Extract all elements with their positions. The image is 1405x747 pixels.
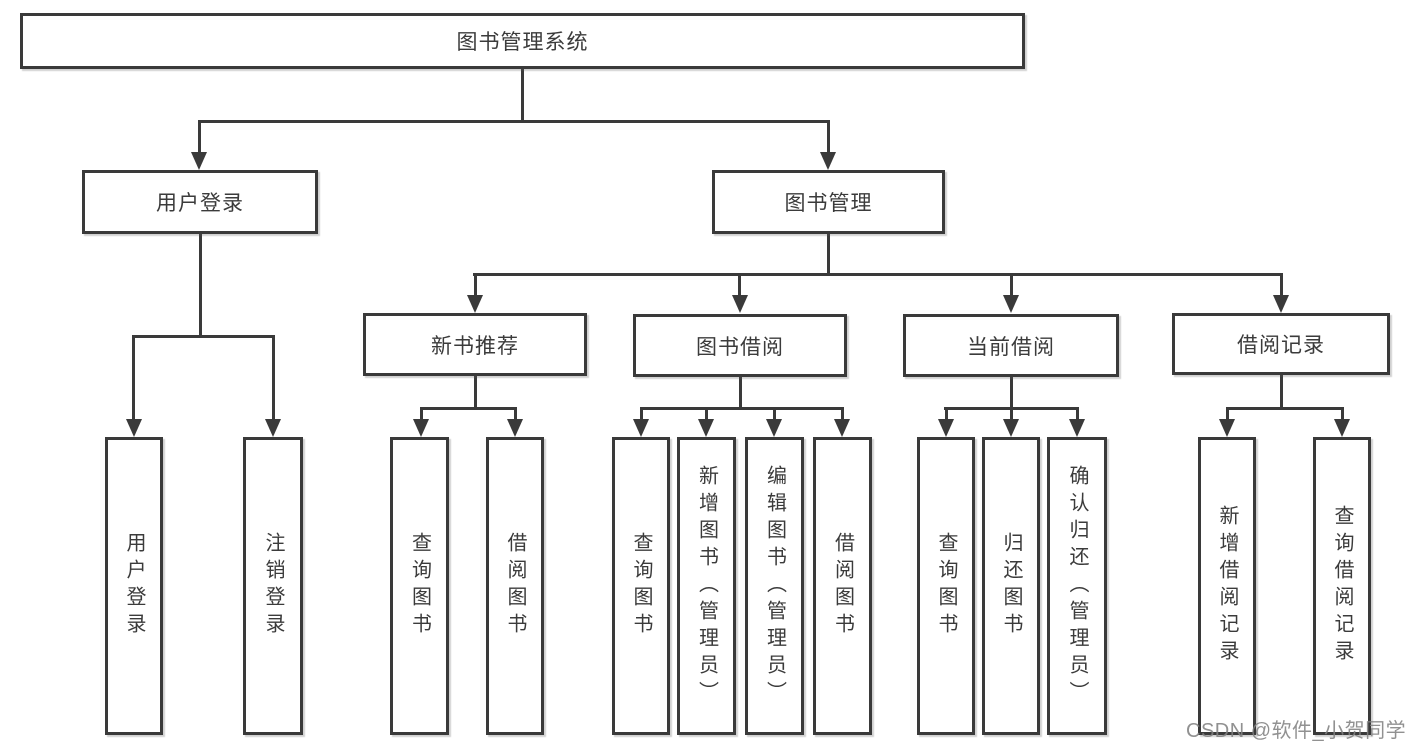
leaf-add-borrow-record: 新增借阅记录	[1198, 437, 1256, 735]
leaf-logout: 注销登录	[243, 437, 303, 735]
arrow-down-icon	[467, 295, 483, 313]
arrow-down-icon	[1219, 419, 1235, 437]
arrow-down-icon	[1003, 295, 1019, 313]
leaf-borrow-books: 借阅图书	[813, 437, 872, 735]
node-library-management-system: 图书管理系统	[20, 13, 1025, 69]
connector-line	[514, 407, 517, 421]
connector-line	[473, 273, 1283, 276]
arrow-down-icon	[126, 419, 142, 437]
arrow-down-icon	[1003, 419, 1019, 437]
connector-line	[640, 407, 643, 421]
connector-line	[841, 407, 844, 421]
leaf-edit-book-admin: 编辑图书（管理员）	[745, 437, 804, 735]
arrow-down-icon	[938, 419, 954, 437]
leaf-borrow-books-recommend: 借阅图书	[486, 437, 544, 735]
connector-line	[1280, 375, 1283, 410]
arrow-down-icon	[507, 419, 523, 437]
csdn-watermark: CSDN @软件_小贺同学	[1186, 720, 1405, 742]
arrow-down-icon	[413, 419, 429, 437]
connector-line	[272, 335, 275, 421]
leaf-add-book-admin: 新增图书（管理员）	[677, 437, 736, 735]
connector-line	[827, 234, 830, 276]
arrow-down-icon	[191, 152, 207, 170]
connector-line	[1010, 273, 1013, 297]
connector-line	[705, 407, 708, 421]
connector-line	[198, 120, 830, 123]
connector-line	[1010, 377, 1013, 410]
arrow-down-icon	[1273, 295, 1289, 313]
connector-line	[945, 407, 948, 421]
connector-line	[1341, 407, 1344, 421]
connector-line	[738, 273, 741, 297]
node-book-management: 图书管理	[712, 170, 945, 234]
leaf-confirm-return-admin: 确认归还（管理员）	[1047, 437, 1107, 735]
connector-line	[827, 120, 830, 154]
connector-line	[199, 234, 202, 338]
connector-line	[474, 273, 477, 297]
node-new-book-recommendation: 新书推荐	[363, 313, 587, 376]
arrow-down-icon	[766, 419, 782, 437]
leaf-query-books-recommend: 查询图书	[390, 437, 449, 735]
connector-line	[640, 407, 844, 410]
node-book-borrowing: 图书借阅	[633, 314, 847, 377]
connector-line	[474, 376, 477, 410]
connector-line	[773, 407, 776, 421]
connector-line	[1226, 407, 1344, 410]
connector-line	[1226, 407, 1229, 421]
arrow-down-icon	[698, 419, 714, 437]
leaf-query-books-borrowing: 查询图书	[612, 437, 670, 735]
leaf-query-books-current: 查询图书	[917, 437, 975, 735]
leaf-return-book: 归还图书	[982, 437, 1040, 735]
connector-line	[1010, 407, 1013, 421]
node-current-borrowing: 当前借阅	[903, 314, 1119, 377]
arrow-down-icon	[1069, 419, 1085, 437]
node-user-login: 用户登录	[82, 170, 318, 234]
leaf-user-login: 用户登录	[105, 437, 163, 735]
connector-line	[132, 335, 135, 421]
connector-line	[1280, 273, 1283, 297]
connector-line	[521, 68, 524, 123]
connector-line	[420, 407, 517, 410]
arrow-down-icon	[820, 152, 836, 170]
connector-line	[198, 120, 201, 154]
connector-line	[739, 377, 742, 410]
connector-line	[1076, 407, 1079, 421]
arrow-down-icon	[732, 295, 748, 313]
arrow-down-icon	[834, 419, 850, 437]
connector-line	[132, 335, 275, 338]
connector-line	[420, 407, 423, 421]
leaf-query-borrow-record: 查询借阅记录	[1313, 437, 1371, 735]
arrow-down-icon	[633, 419, 649, 437]
arrow-down-icon	[1334, 419, 1350, 437]
arrow-down-icon	[265, 419, 281, 437]
node-borrowing-records: 借阅记录	[1172, 313, 1390, 375]
